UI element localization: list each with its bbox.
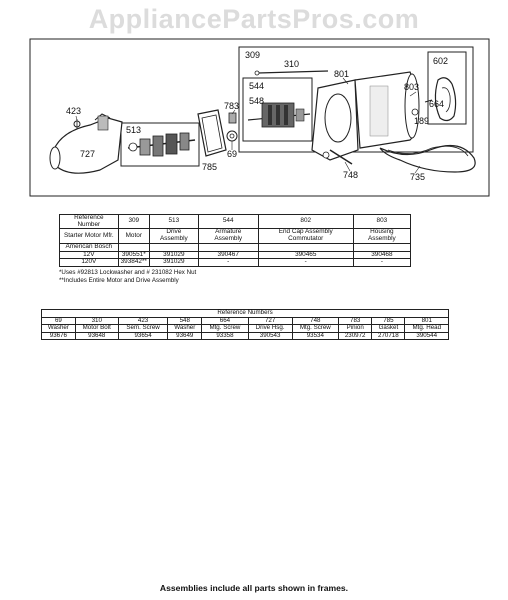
table-cell: Mtg. Screw [291, 324, 340, 333]
table-cell: 390543 [247, 331, 293, 340]
label-544: 544 [249, 81, 264, 91]
diagram-frame [29, 38, 490, 197]
table-row: 120V 393842** 391029 - - - [59, 258, 412, 268]
table-cell: 93654 [117, 331, 169, 340]
mounting-head-801 [311, 79, 359, 161]
drive-housing-727 [49, 113, 123, 174]
table-cell: 93534 [291, 331, 340, 340]
table-cell: 93648 [74, 331, 119, 340]
footnote-lockwasher: *Uses #92813 Lockwasher and # 231082 Hex… [59, 269, 197, 276]
table-cell: 390544 [404, 331, 449, 340]
label-602: 602 [433, 56, 448, 66]
table-cell: Drive Hsg. [247, 324, 293, 333]
table-header-cell: Reference Number [59, 213, 119, 230]
table-cell: - [197, 258, 259, 268]
label-513: 513 [126, 125, 141, 135]
armature-544 [247, 102, 311, 128]
table-cell: Washer [167, 324, 203, 333]
table-header-cell: 309 [117, 213, 150, 230]
table-header-cell: 802 [257, 213, 354, 230]
table-row: Washer Motor Bolt Sem. Screw Washer Mtg.… [41, 324, 449, 333]
table-cell [257, 242, 354, 252]
table-cell: - [257, 258, 354, 268]
washer-69 [226, 130, 238, 142]
label-735: 735 [410, 172, 425, 182]
table-cell: American Bosch [59, 242, 119, 252]
table-cell: Motor Bolt [74, 324, 119, 333]
leader-lines [75, 77, 421, 174]
table-cell: 270718 [371, 331, 406, 340]
power-cord-735 [379, 144, 476, 173]
table-cell: 93676 [41, 331, 76, 340]
label-785: 785 [202, 162, 217, 172]
table-cell: Mtg. Screw [201, 324, 249, 333]
table-row: American Bosch [59, 242, 412, 252]
label-69: 69 [227, 149, 237, 159]
frame-513 [120, 122, 200, 167]
table-row: 93676 93648 93654 93649 93358 390543 935… [41, 331, 449, 340]
table-row: Reference Number 309 513 544 802 803 [59, 213, 412, 230]
frame-602 [427, 51, 467, 125]
label-309: 309 [245, 50, 260, 60]
parts-table-starter: Reference Number 309 513 544 802 803 Sta… [59, 213, 412, 268]
table-cell: 391029 [148, 258, 199, 268]
table-header-cell: 513 [148, 213, 199, 230]
parts-table-reference: Reference Numbers 69 310 423 548 664 727… [41, 309, 449, 340]
label-189: 189 [414, 116, 429, 126]
pinion-783 [228, 112, 237, 124]
table-row: 69 310 423 548 664 727 748 783 785 801 [41, 316, 449, 325]
table-title: Reference Numbers [41, 309, 449, 318]
footnote-motor-drive: **Includes Entire Motor and Drive Assemb… [59, 277, 179, 284]
table-cell: 93649 [167, 331, 203, 340]
table-cell: 120V [59, 258, 119, 268]
mtg-screw-664 [424, 99, 433, 103]
housing-803 [354, 71, 420, 149]
table-cell: Drive Assembly [148, 228, 199, 244]
end-cap-602 [434, 77, 457, 122]
part-189-icon [411, 108, 419, 116]
frame-309 [238, 46, 474, 153]
table-row: 12V 390551* 391029 390467 390465 390468 [59, 250, 412, 260]
label-423: 423 [66, 106, 81, 116]
table-cell: Motor [117, 228, 150, 244]
label-801: 801 [334, 69, 349, 79]
table-cell: End Cap Assembly Commutator [257, 228, 354, 244]
table-cell: Mtg. Head [404, 324, 449, 333]
table-cell: 230972 [338, 331, 373, 340]
table-cell [197, 242, 259, 252]
table-row: Reference Numbers [41, 309, 449, 318]
frame-544 [242, 77, 313, 142]
label-748: 748 [343, 170, 358, 180]
table-cell: Sem. Screw [117, 324, 169, 333]
gasket-785 [197, 109, 227, 157]
label-310: 310 [284, 59, 299, 69]
motor-bolt-310 [254, 70, 329, 76]
footer-note: Assemblies include all parts shown in fr… [159, 583, 349, 593]
label-803: 803 [404, 82, 419, 92]
label-664: 664 [429, 99, 444, 109]
table-row: Starter Motor Mfr. Motor Drive Assembly … [59, 228, 412, 244]
table-header-cell: 544 [197, 213, 259, 230]
table-cell [117, 242, 150, 252]
table-header-cell: 803 [352, 213, 412, 230]
table-cell: Starter Motor Mfr. [59, 228, 119, 244]
table-cell: Pinion [338, 324, 373, 333]
mtg-screw-748 [329, 149, 353, 165]
table-cell [148, 242, 199, 252]
table-cell: Gasket [371, 324, 406, 333]
table-cell: 93358 [201, 331, 249, 340]
table-cell: Housing Assembly [352, 228, 412, 244]
table-cell: Armature Assembly [197, 228, 259, 244]
watermark: AppliancePartsPros.com [88, 4, 420, 34]
table-cell [352, 242, 412, 252]
table-cell: Washer [41, 324, 76, 333]
label-783: 783 [224, 101, 239, 111]
table-cell: - [352, 258, 412, 268]
label-727: 727 [80, 149, 95, 159]
table-cell: 393842** [117, 258, 150, 268]
drive-assembly-513 [127, 132, 196, 157]
label-548: 548 [249, 96, 264, 106]
